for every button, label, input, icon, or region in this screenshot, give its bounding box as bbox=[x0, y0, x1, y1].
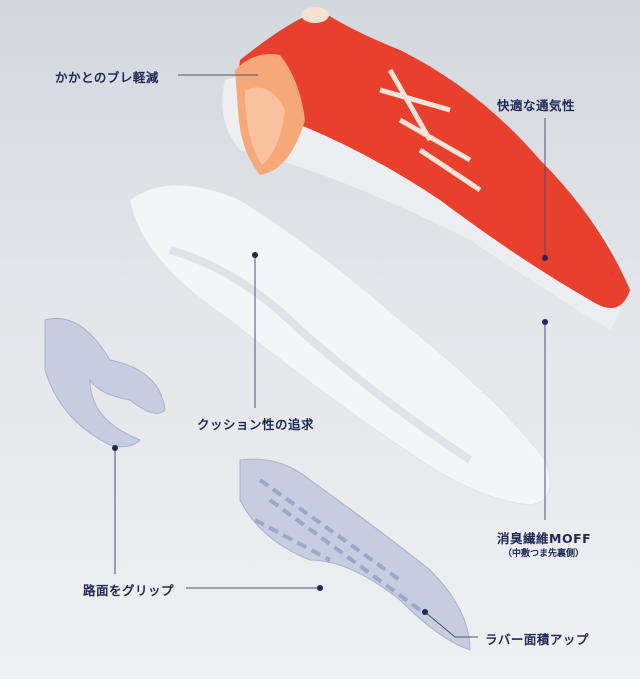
midsole bbox=[129, 184, 551, 506]
shoe-stripes bbox=[379, 68, 482, 193]
heel-outsole bbox=[44, 317, 166, 448]
label-breathability: 快適な通気性 bbox=[497, 98, 576, 113]
label-deodorant-note: （中敷つま先裏側） bbox=[503, 549, 585, 559]
forefoot-outsole bbox=[239, 458, 471, 651]
shoe-sole-layer bbox=[222, 69, 623, 330]
label-deodorant-fiber: 消臭繊維MOFF bbox=[497, 531, 592, 546]
shoe-collar bbox=[301, 7, 329, 23]
annotation-dots bbox=[112, 252, 548, 615]
annotation-leaders bbox=[114, 74, 546, 638]
label-grip: 路面をグリップ bbox=[83, 583, 175, 598]
label-cushioning: クッション性の追求 bbox=[197, 417, 315, 432]
label-rubber-area: ラバー面積アップ bbox=[485, 632, 589, 647]
label-heel-stability: かかとのブレ軽減 bbox=[55, 70, 159, 85]
